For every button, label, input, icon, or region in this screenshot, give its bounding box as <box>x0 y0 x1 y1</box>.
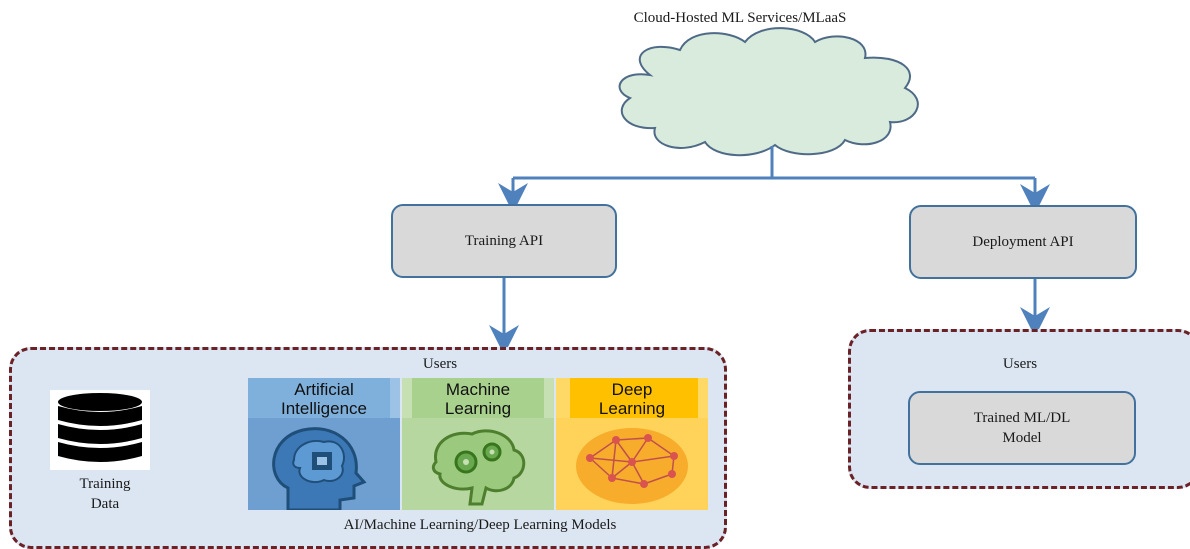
users-label-deployment: Users <box>1002 356 1038 372</box>
training-api-label: Training API <box>464 232 544 249</box>
models-caption: AI/Machine Learning/Deep Learning Models <box>343 517 617 533</box>
connector-diagram <box>489 27 1050 355</box>
trained-model-line2: Model <box>1002 430 1042 446</box>
tile-machine-learning: Machine Learning <box>402 378 554 510</box>
trained-model-label: Trained ML/DL Model <box>974 408 1071 448</box>
tile-dl-line2: Learning <box>598 399 666 418</box>
tile-ml-line2: Learning <box>444 399 512 418</box>
trained-model-line1: Trained ML/DL <box>973 410 1071 426</box>
training-data-line1: Training <box>79 476 131 492</box>
cloud-title: Cloud-Hosted ML Services/MLaaS <box>633 10 847 26</box>
ml-brain-gears-icon <box>402 418 554 510</box>
cloud-shape <box>618 27 919 157</box>
training-api-box: Training API <box>391 204 617 278</box>
tile-ai-line1: Artificial <box>294 380 354 399</box>
training-data-label: Training Data <box>55 474 155 514</box>
tile-deep-learning: Deep Learning <box>556 378 708 510</box>
deployment-api-box: Deployment API <box>909 205 1137 279</box>
cloud-connectors <box>489 146 1050 355</box>
dl-neural-network-icon <box>556 418 708 510</box>
tile-artificial-intelligence: Artificial Intelligence <box>248 378 400 510</box>
tile-ai-line2: Intelligence <box>280 399 367 418</box>
users-label-training: Users <box>422 356 458 372</box>
database-icon <box>50 390 150 470</box>
ai-head-icon <box>248 418 400 510</box>
deployment-api-label: Deployment API <box>972 233 1074 250</box>
tile-dl-line1: Deep <box>611 380 653 399</box>
training-data-line2: Data <box>90 496 120 512</box>
tile-ml-line1: Machine <box>445 380 511 399</box>
trained-model-box: Trained ML/DL Model <box>908 391 1136 465</box>
